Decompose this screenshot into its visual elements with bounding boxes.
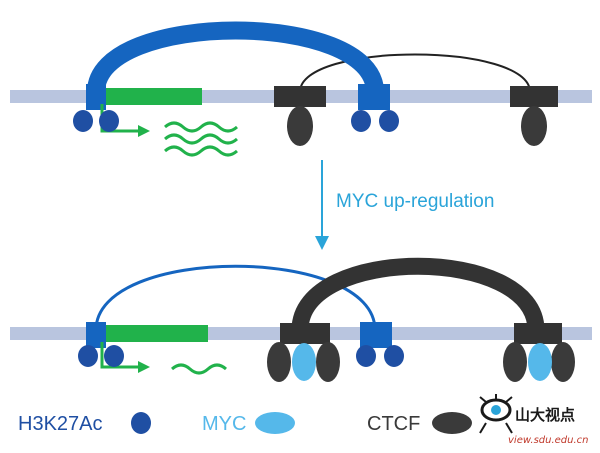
- top-enhancer-loop: [87, 21, 384, 94]
- top-h3k27ac-marks: [73, 110, 399, 132]
- transition-arrow: [315, 160, 329, 250]
- top-ctcf-block-right: [510, 86, 558, 107]
- bottom-protein-cluster-left: [267, 342, 340, 382]
- legend-ctcf-label: CTCF: [367, 413, 420, 435]
- legend: H3K27Ac MYC CTCF: [18, 412, 472, 435]
- transition-label: MYC up-regulation: [336, 191, 494, 212]
- legend-h3k27ac-label: H3K27Ac: [18, 413, 103, 435]
- top-ctcf-loop: [299, 53, 531, 93]
- top-enhancer-block-left: [86, 84, 106, 110]
- bottom-promoter-arrowhead: [138, 361, 150, 373]
- bottom-ctcf-block-left: [280, 323, 330, 344]
- bottom-ctcf-block-right: [514, 323, 562, 344]
- top-ctcf-proteins: [287, 106, 547, 146]
- watermark-name: 山大视点: [515, 406, 575, 424]
- bottom-protein-cluster-right: [503, 342, 575, 382]
- bottom-gene-block: [98, 325, 208, 342]
- top-transcripts: [164, 121, 238, 157]
- watermark-url: view.sdu.edu.cn: [508, 435, 589, 446]
- watermark-eye-icon: [479, 394, 513, 434]
- top-promoter-arrowhead: [138, 125, 150, 137]
- bottom-enhancer-block-right: [360, 322, 392, 348]
- bottom-promoter-arrow: [100, 342, 140, 369]
- top-panel: [10, 21, 592, 157]
- bottom-panel: [10, 257, 592, 382]
- top-enhancer-block-right: [358, 84, 390, 110]
- bottom-ctcf-loop: [291, 257, 545, 331]
- bottom-enhancer-block-left: [86, 322, 106, 348]
- watermark: 山大视点 view.sdu.edu.cn: [479, 394, 589, 446]
- legend-ctcf-swatch: [432, 412, 472, 434]
- top-gene-block: [98, 88, 202, 105]
- bottom-transcript: [171, 363, 227, 375]
- legend-myc-swatch: [255, 412, 295, 434]
- bottom-h3k27ac-marks: [78, 345, 404, 367]
- legend-myc-label: MYC: [202, 413, 246, 435]
- bottom-enhancer-loop: [94, 264, 377, 331]
- legend-h3k27ac-swatch: [131, 412, 151, 434]
- top-promoter-arrow: [100, 104, 140, 133]
- top-ctcf-block-left: [274, 86, 326, 107]
